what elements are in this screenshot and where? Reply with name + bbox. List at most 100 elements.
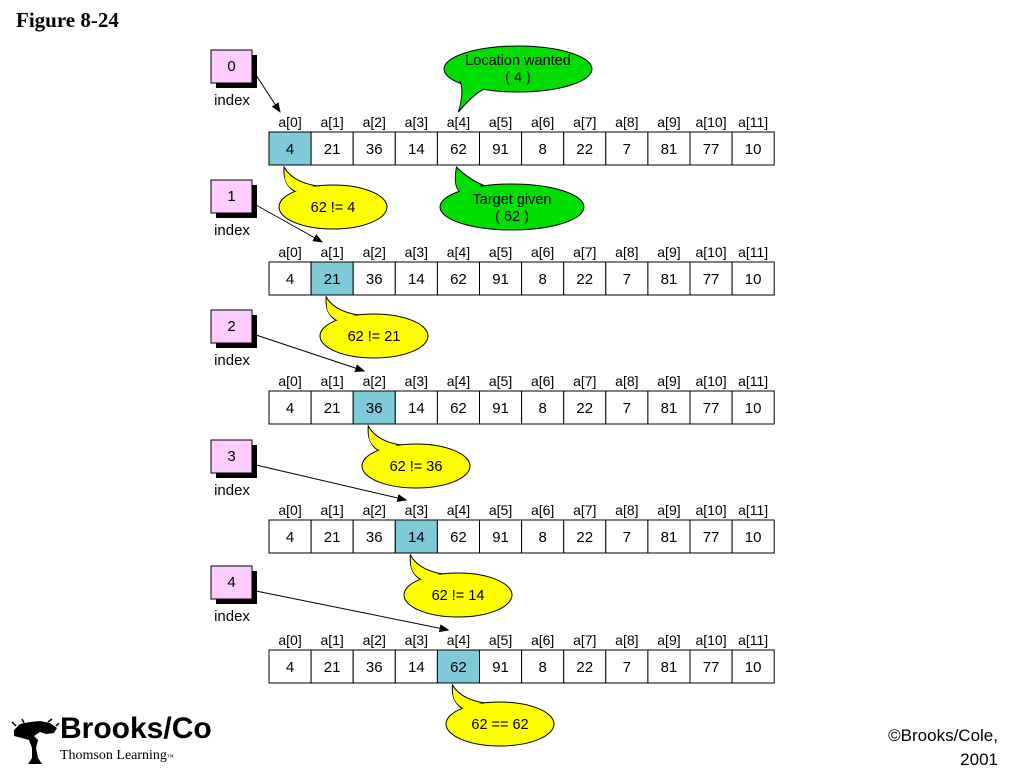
index-value: 4 <box>227 574 235 591</box>
index-pointer-arrow <box>255 204 324 243</box>
array-header: a[3] <box>405 244 428 260</box>
array-header: a[1] <box>320 244 343 260</box>
array-header: a[8] <box>615 114 638 130</box>
comparison-text: 62 != 21 <box>348 329 401 345</box>
index-box <box>210 309 253 344</box>
array-value: 81 <box>661 271 678 288</box>
array-header: a[11] <box>738 244 768 260</box>
array-header: a[9] <box>657 373 680 389</box>
array-cell <box>310 390 354 425</box>
array-value: 36 <box>366 400 383 417</box>
array-cell <box>689 131 733 166</box>
array-value: 81 <box>661 529 678 546</box>
comparison-text: 62 != 36 <box>390 459 443 475</box>
comparison-bubble <box>278 184 388 230</box>
array-value: 77 <box>703 271 720 288</box>
array-value: 22 <box>576 400 593 417</box>
array-value: 91 <box>492 400 509 417</box>
array-value: 77 <box>703 529 720 546</box>
array-value: 81 <box>661 659 678 676</box>
array-cell-current <box>394 519 438 554</box>
array-header: a[4] <box>447 373 470 389</box>
location-wanted-note: Location wanted( 4 ) <box>443 45 593 113</box>
array-cell <box>689 519 733 554</box>
array-cell <box>436 390 480 425</box>
array-header: a[0] <box>278 244 301 260</box>
array-cell <box>605 519 649 554</box>
comparison-text: 62 != 4 <box>311 200 356 216</box>
array-header: a[10] <box>695 244 726 260</box>
array-cell <box>689 390 733 425</box>
array-value: 10 <box>745 271 762 288</box>
array-header: a[9] <box>657 114 680 130</box>
index-value: 2 <box>227 318 235 335</box>
index-box <box>210 565 253 600</box>
target-given-value: ( 62 ) <box>495 209 529 225</box>
logo-sub-label: Thomson Learning <box>60 748 167 763</box>
array-header: a[6] <box>531 632 554 648</box>
tree-icon <box>11 718 60 764</box>
array-header: a[3] <box>405 114 428 130</box>
array-header: a[7] <box>573 502 596 518</box>
array-value: 22 <box>576 659 593 676</box>
array-value: 8 <box>538 529 546 546</box>
array-header: a[5] <box>489 502 512 518</box>
array-header: a[2] <box>363 114 386 130</box>
array-cell <box>731 390 775 425</box>
array-header: a[10] <box>695 114 726 130</box>
array-header: a[11] <box>738 502 768 518</box>
array-value: 91 <box>492 271 509 288</box>
array-value: 62 <box>450 400 467 417</box>
array-header: a[0] <box>278 373 301 389</box>
array-header: a[3] <box>405 632 428 648</box>
array-cell <box>605 131 649 166</box>
array-header: a[0] <box>278 114 301 130</box>
array-cell-current <box>268 131 312 166</box>
array-value: 8 <box>538 141 546 158</box>
array-value: 10 <box>745 529 762 546</box>
array-header: a[5] <box>489 373 512 389</box>
array-header: a[2] <box>363 502 386 518</box>
index-label: index <box>214 352 250 369</box>
array-header: a[5] <box>489 244 512 260</box>
index-label: index <box>214 608 250 625</box>
array-cell <box>521 131 565 166</box>
location-wanted-bubble <box>443 45 593 93</box>
array-value: 10 <box>745 400 762 417</box>
array-value: 22 <box>576 271 593 288</box>
target-given-text: Target given <box>473 192 552 208</box>
array-cell <box>394 390 438 425</box>
comparison-text: 62 == 62 <box>471 717 528 733</box>
array-value: 81 <box>661 400 678 417</box>
index-pointer-arrow <box>255 590 450 633</box>
array-value: 36 <box>366 659 383 676</box>
array-cell <box>521 390 565 425</box>
array-value: 77 <box>703 141 720 158</box>
index-value: 3 <box>227 448 235 465</box>
array-cell <box>268 519 312 554</box>
target-given-bubble <box>439 183 585 231</box>
search-step-0: 0indexa[0]a[1]a[2]a[3]a[4]a[5]a[6]a[7]a[… <box>210 49 775 230</box>
array-value: 7 <box>623 400 631 417</box>
array-header: a[5] <box>489 632 512 648</box>
index-label: index <box>214 92 250 109</box>
array-value: 21 <box>324 529 341 546</box>
location-wanted-value: ( 4 ) <box>505 70 531 86</box>
array-header: a[4] <box>447 502 470 518</box>
array-header: a[7] <box>573 244 596 260</box>
array-header: a[5] <box>489 114 512 130</box>
array-value: 36 <box>366 271 383 288</box>
array-cell <box>352 649 396 684</box>
array-value: 14 <box>408 659 425 676</box>
array-value: 36 <box>366 529 383 546</box>
array-cell <box>436 131 480 166</box>
array-header: a[9] <box>657 244 680 260</box>
array-value: 22 <box>576 141 593 158</box>
array-cell <box>521 519 565 554</box>
logo-main-text: Brooks/Co <box>60 712 212 745</box>
index-box <box>210 179 253 214</box>
array-header: a[6] <box>531 373 554 389</box>
array-value: 62 <box>450 141 467 158</box>
array-value: 91 <box>492 529 509 546</box>
search-step-2: 2indexa[0]a[1]a[2]a[3]a[4]a[5]a[6]a[7]a[… <box>210 309 775 489</box>
